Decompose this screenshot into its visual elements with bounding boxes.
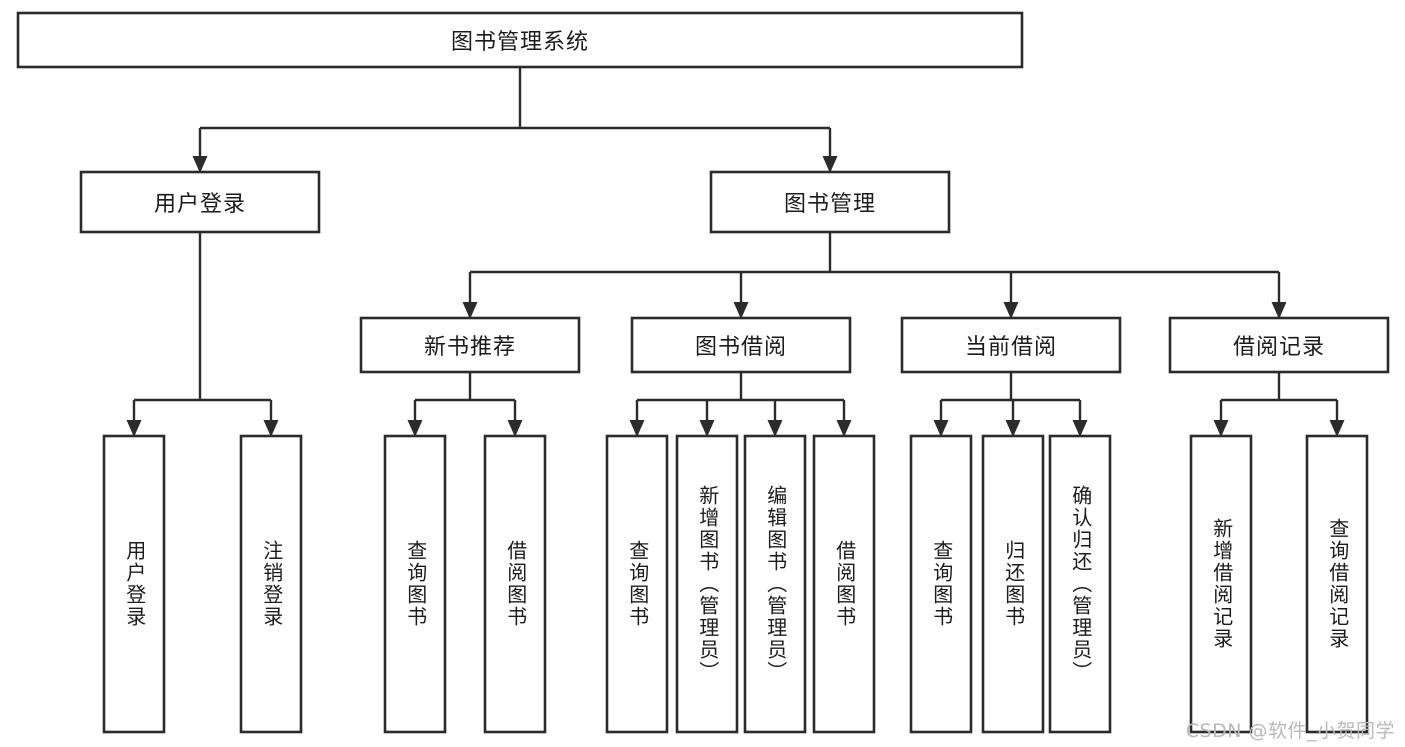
node-box-leaf-add-record[interactable] [1189,434,1253,734]
node-box-leaf-user-logout[interactable] [239,434,303,734]
arrow-head-icon [192,156,208,173]
arrow-head-icon [767,420,783,437]
node-box-current-borrow[interactable] [900,316,1122,374]
node-box-user-login[interactable] [79,170,321,234]
node-box-leaf-return-book[interactable] [981,434,1045,734]
node-box-leaf-user-login[interactable] [102,434,166,734]
node-box-leaf-add-book[interactable] [675,434,739,734]
arrow-head-icon [1271,302,1287,319]
boxes-layer [16,11,1390,734]
node-box-leaf-edit-book[interactable] [743,434,807,734]
csdn-watermark: CSDN @软件_小贺同学 [1185,720,1395,742]
arrow-head-icon [629,420,645,437]
node-box-leaf-borrow-book-1[interactable] [483,434,547,734]
node-box-new-book-recommend[interactable] [359,316,581,374]
arrow-head-icon [733,302,749,319]
node-box-book-borrow[interactable] [630,316,852,374]
arrow-head-icon [263,420,279,437]
arrow-head-icon [699,420,715,437]
arrow-head-icon [126,420,142,437]
arrow-head-icon [933,420,949,437]
arrow-head-icon [1072,420,1088,437]
node-box-root[interactable] [16,11,1024,69]
node-box-leaf-query-record[interactable] [1305,434,1369,734]
node-box-book-management[interactable] [709,170,951,234]
arrow-head-icon [407,420,423,437]
node-box-leaf-borrow-book-2[interactable] [812,434,876,734]
node-box-leaf-query-book-3[interactable] [909,434,973,734]
arrow-head-icon [507,420,523,437]
edges-layer [126,67,1345,437]
arrow-head-icon [836,420,852,437]
node-box-leaf-confirm-return[interactable] [1048,434,1112,734]
node-box-leaf-query-book-2[interactable] [605,434,669,734]
arrow-head-icon [1329,420,1345,437]
arrow-head-icon [1005,420,1021,437]
arrow-head-icon [462,302,478,319]
arrow-head-icon [1003,302,1019,319]
node-box-borrow-record[interactable] [1168,316,1390,374]
arrow-head-icon [1213,420,1229,437]
node-box-leaf-query-book-1[interactable] [383,434,447,734]
arrow-head-icon [822,156,838,173]
